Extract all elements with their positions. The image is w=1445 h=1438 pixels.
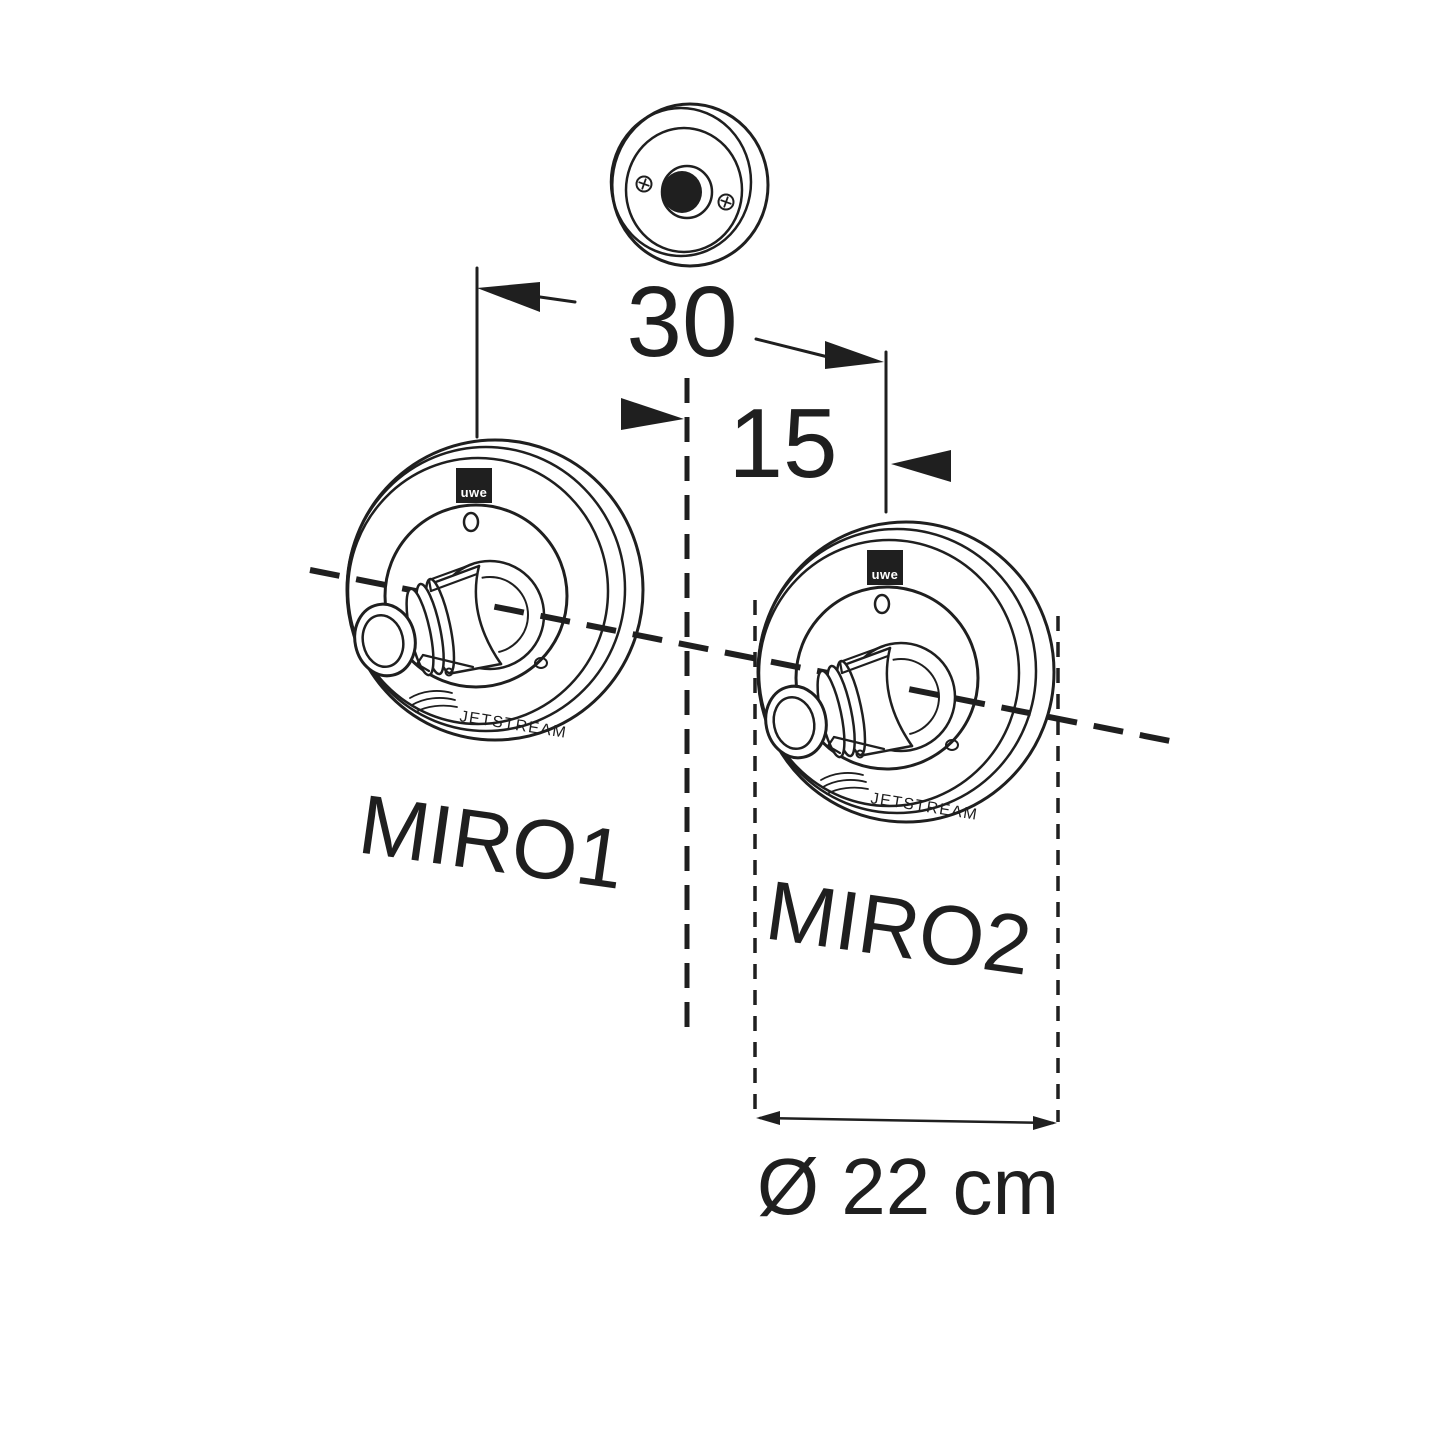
screw-icon	[717, 193, 735, 211]
label-miro1: MIRO1	[353, 777, 630, 907]
dimension-arrow-right-icon	[825, 341, 884, 369]
dimension-leader	[754, 337, 830, 359]
dimension-15-value: 15	[728, 388, 837, 498]
dimension-15: 15	[621, 388, 951, 498]
arrowhead-right-icon	[1033, 1116, 1057, 1130]
pushbutton-drawing	[609, 102, 770, 268]
screw-icon	[635, 175, 653, 193]
jet-unit-miro2	[756, 520, 1056, 826]
button-rim-ring	[609, 106, 753, 258]
dimension-diameter: Ø 22 cm	[753, 600, 1060, 1231]
dimension-30-value: 30	[626, 266, 737, 378]
button-plate-ring	[624, 126, 744, 254]
dimension-arrow-right-icon	[621, 398, 684, 430]
label-miro2: MIRO2	[760, 863, 1037, 993]
jet-unit-miro1	[345, 438, 645, 744]
dimension-30: 30	[475, 266, 888, 514]
dimension-line	[758, 1116, 1055, 1125]
dimension-arrow-left-icon	[477, 282, 540, 312]
dimension-tail	[538, 295, 577, 304]
dimension-arrow-left-icon	[891, 450, 951, 482]
button-hole	[662, 171, 702, 213]
dimension-diameter-value: Ø 22 cm	[757, 1142, 1059, 1231]
arrowhead-left-icon	[756, 1111, 780, 1125]
